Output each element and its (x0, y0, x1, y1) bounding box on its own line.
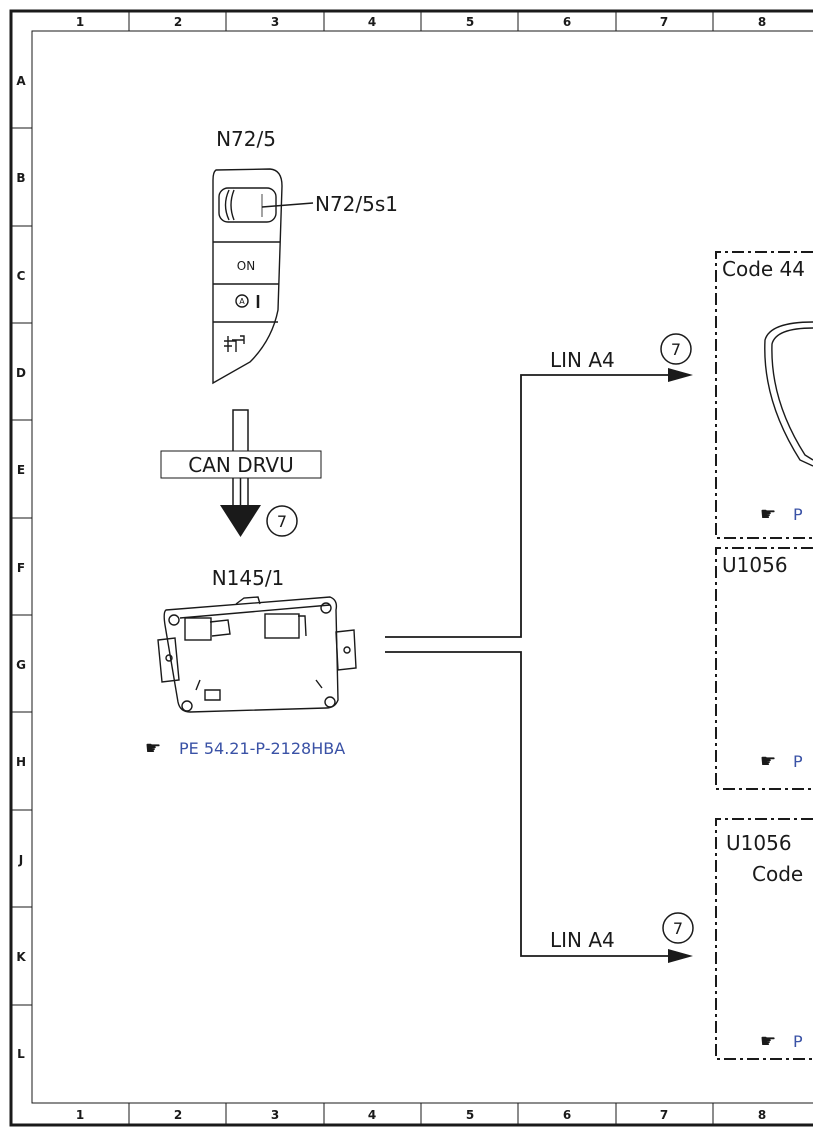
col-label: 8 (758, 15, 766, 29)
col-label: 3 (271, 1108, 279, 1122)
lin-top-ref-circle (660, 333, 692, 365)
box2-title: U1056 (722, 553, 788, 577)
pointing-hand-icon: ☛ (760, 751, 776, 772)
row-label: K (16, 950, 26, 964)
dash-dot-boxes (715, 251, 813, 1060)
lin-bottom-label: LIN A4 (550, 928, 615, 952)
pointing-hand-icon: ☛ (145, 738, 161, 759)
col-label: 1 (76, 1108, 84, 1122)
col-label: 2 (174, 15, 182, 29)
row-label: G (16, 658, 26, 672)
col-label: 7 (660, 15, 668, 29)
col-label: 3 (271, 15, 279, 29)
switch-on-button-label: ON (237, 259, 255, 273)
lin-top-ref-number: 7 (671, 340, 681, 359)
col-label: 5 (466, 15, 474, 29)
row-label: C (17, 269, 26, 283)
box3-subtitle: Code (752, 862, 803, 886)
row-label: D (16, 366, 26, 380)
column-labels-bottom: 1 2 3 4 5 6 7 8 (76, 1108, 766, 1122)
lin-bottom-ref-number: 7 (673, 919, 683, 938)
row-labels: A B C D E F G H J K L (16, 74, 26, 1061)
switch-resume-a-label: A (239, 297, 245, 306)
row-label: J (18, 853, 23, 867)
module-ref-link[interactable]: PE 54.21-P-2128HBA (179, 739, 345, 758)
box1-ref-link[interactable]: P (793, 505, 803, 524)
lin-top-label: LIN A4 (550, 348, 615, 372)
row-label: B (16, 171, 25, 185)
box2-ref-link[interactable]: P (793, 752, 803, 771)
control-module-drawing (157, 596, 357, 713)
sheet-border (9, 9, 813, 1127)
row-label: E (17, 463, 25, 477)
switch-sub-id-label: N72/5s1 (315, 192, 398, 216)
row-label: L (17, 1047, 25, 1061)
column-dividers (128, 11, 714, 1125)
module-id-label: N145/1 (212, 566, 285, 590)
col-label: 4 (368, 15, 376, 29)
col-label: 6 (563, 15, 571, 29)
col-label: 6 (563, 1108, 571, 1122)
can-bus-label-box (160, 450, 322, 479)
col-label: 8 (758, 1108, 766, 1122)
col-label: 2 (174, 1108, 182, 1122)
col-label: 5 (466, 1108, 474, 1122)
steering-column-switch-drawing (212, 168, 283, 385)
row-label: F (17, 561, 25, 575)
row-label: H (16, 755, 26, 769)
lin-top-arrowhead (668, 368, 693, 382)
steering-wheel-drawing (764, 321, 813, 467)
col-label: 4 (368, 1108, 376, 1122)
lin-bottom-ref-circle (662, 912, 694, 944)
lin-bus-wires (385, 374, 672, 957)
box3-title: U1056 (726, 831, 792, 855)
box3-ref-link[interactable]: P (793, 1032, 803, 1051)
inner-border (31, 30, 813, 1104)
box1-title: Code 44 (722, 257, 805, 281)
col-label: 7 (660, 1108, 668, 1122)
row-dividers (11, 127, 32, 1006)
switch-leader-line (261, 202, 314, 208)
pointing-hand-icon: ☛ (760, 504, 776, 525)
can-bus-ref-circle (266, 505, 298, 537)
lin-bottom-arrowhead (668, 949, 693, 963)
switch-id-label: N72/5 (216, 127, 276, 151)
column-labels-top: 1 2 3 4 5 6 7 8 (76, 15, 766, 29)
can-bus-label: CAN DRVU (188, 453, 294, 477)
row-label: A (16, 74, 26, 88)
can-bus-ref-number: 7 (277, 512, 287, 531)
pointing-hand-icon: ☛ (760, 1031, 776, 1052)
col-label: 1 (76, 15, 84, 29)
